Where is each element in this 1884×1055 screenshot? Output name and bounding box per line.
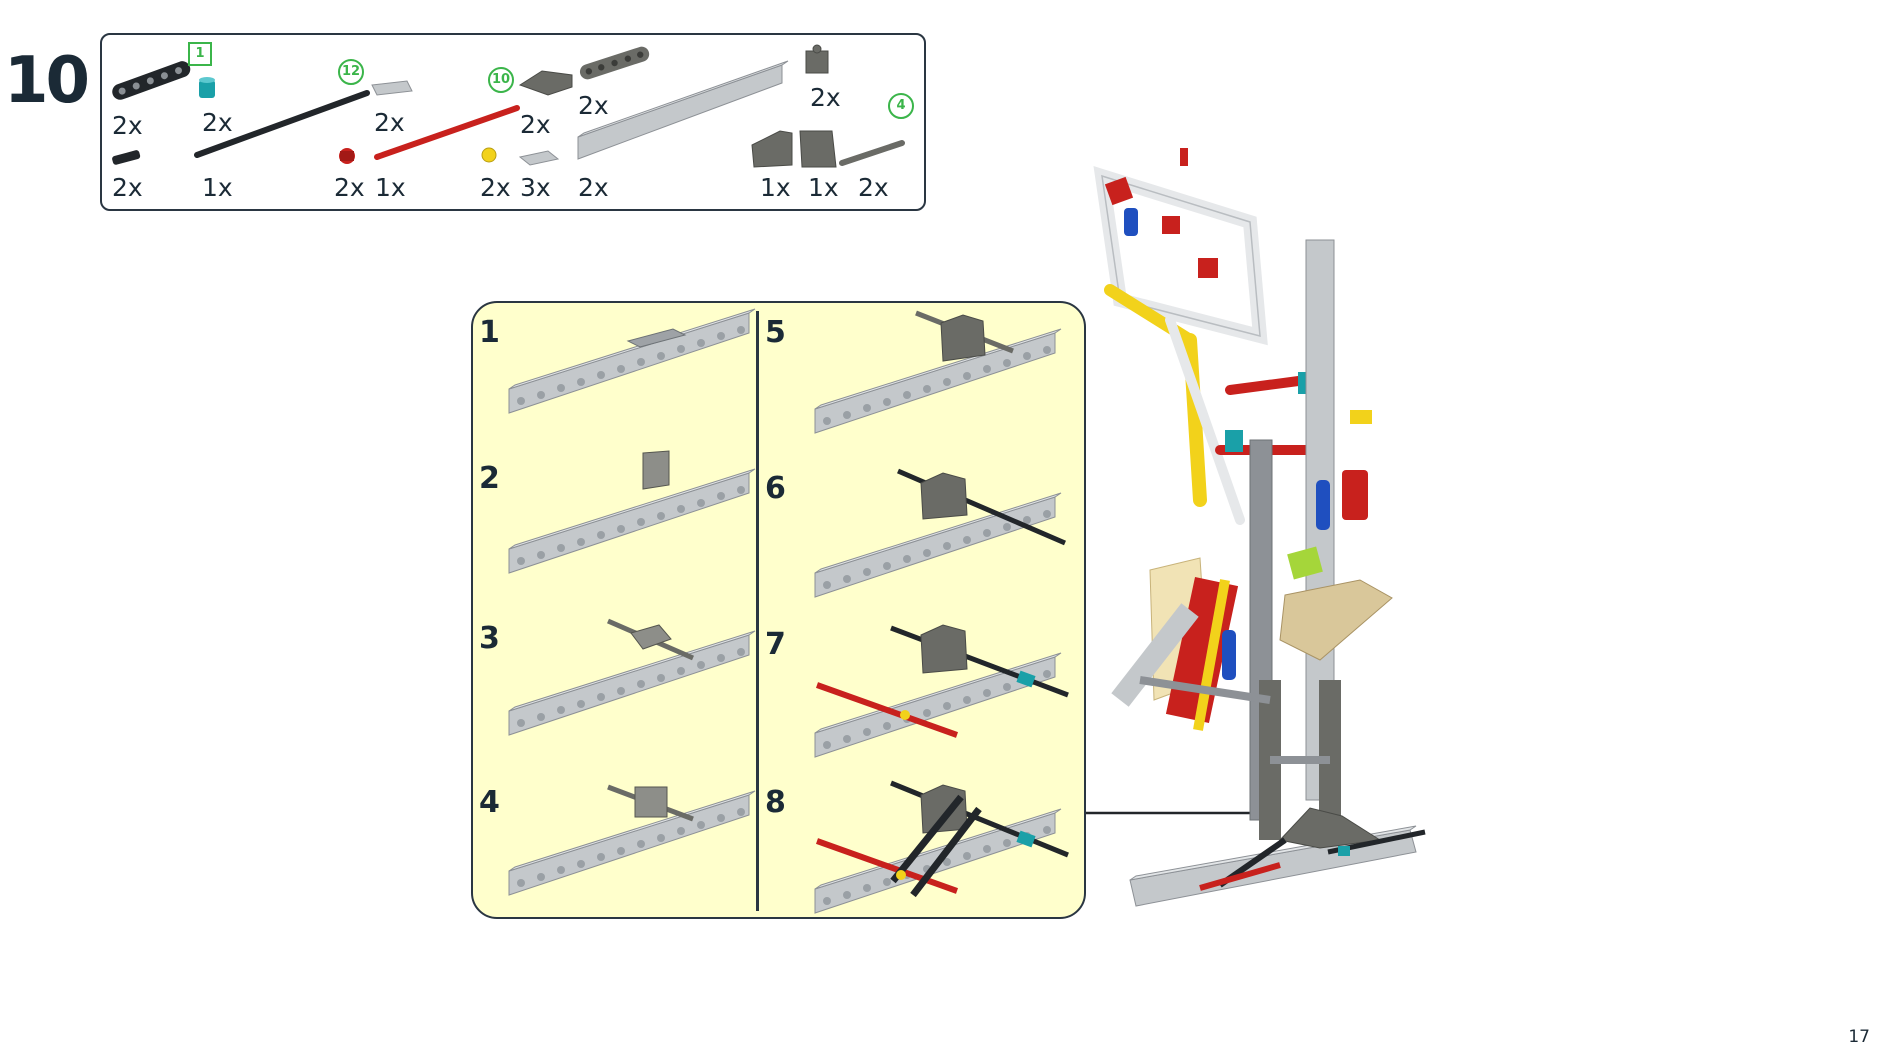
part-count: 3x <box>520 173 551 202</box>
sub3-beam <box>508 630 756 736</box>
part-dark-liftarm-5 <box>579 46 650 80</box>
part-black-axle-12 <box>194 90 370 158</box>
step-number: 10 <box>4 44 90 118</box>
part-count: 2x <box>520 110 551 139</box>
sub8-yellow-bush <box>896 870 906 880</box>
sub6-slope <box>920 472 968 520</box>
sub8-slope <box>920 784 968 834</box>
part-red-axle-10 <box>374 105 520 160</box>
substep-number: 6 <box>765 471 786 506</box>
part-dark-axle-4 <box>839 140 905 166</box>
part-red-connector <box>339 148 355 164</box>
sub8-red-axle <box>815 838 959 894</box>
sub2-bracket <box>642 450 670 490</box>
subassembly-drawings <box>508 308 1069 914</box>
length-badge-4: 4 <box>888 93 914 119</box>
sub8-liftarm-a <box>890 794 964 884</box>
part-gray-plate <box>518 150 560 166</box>
part-count: 1x <box>760 173 791 202</box>
part-black-pin <box>112 150 141 165</box>
part-dark-gray-slope <box>518 70 573 96</box>
sub4-beam <box>508 790 756 896</box>
part-count: 2x <box>480 173 511 202</box>
sub7-red-axle <box>815 682 959 738</box>
sub1-beam <box>508 308 756 414</box>
substep-number: 8 <box>765 785 786 820</box>
sub7-slope <box>920 624 968 674</box>
substep-number: 1 <box>479 315 500 350</box>
part-count: 2x <box>374 108 405 137</box>
part-count: 1x <box>375 173 406 202</box>
part-count: 2x <box>858 173 889 202</box>
part-count: 2x <box>334 173 365 202</box>
part-count: 2x <box>112 111 143 140</box>
subassembly-callout: 1 2 3 4 5 6 7 8 <box>471 301 1086 919</box>
sub7-yellow-bush <box>900 710 910 720</box>
part-count: 2x <box>578 91 609 120</box>
part-count: 2x <box>578 173 609 202</box>
part-dark-bracket-a <box>751 130 793 168</box>
part-black-liftarm-5 <box>112 61 191 100</box>
part-count: 2x <box>112 173 143 202</box>
part-dark-bracket-b <box>799 130 837 168</box>
page-number: 17 <box>1848 1027 1870 1047</box>
part-count: 2x <box>202 108 233 137</box>
sub7-teal-bush <box>1016 670 1036 688</box>
sub8-liftarm-b <box>910 806 982 898</box>
length-badge-10: 10 <box>488 67 514 93</box>
substep-number: 4 <box>479 785 500 820</box>
length-badge-1: 1 <box>188 42 212 66</box>
part-count: 2x <box>810 83 841 112</box>
part-teal-bush <box>199 77 215 98</box>
part-dark-gray-brick <box>805 44 829 74</box>
sub7-axle <box>890 625 1069 698</box>
substep-number: 3 <box>479 621 500 656</box>
parts-illustrations <box>112 44 905 168</box>
length-badge-12: 12 <box>338 59 364 85</box>
sub3-bracket <box>630 624 672 650</box>
sub5-slope <box>940 314 986 362</box>
sub2-beam <box>508 468 756 574</box>
sub8-teal-bush <box>1016 830 1036 848</box>
sub4-brick <box>634 786 668 818</box>
part-count: 1x <box>808 173 839 202</box>
part-yellow-bush <box>481 147 497 163</box>
substep-number: 7 <box>765 627 786 662</box>
tan-slope <box>1279 579 1393 661</box>
part-count: 1x <box>202 173 233 202</box>
parts-list: 1 12 10 4 2x 2x 2x 2x 2x 2x 2x 1x 2x 1x … <box>100 33 926 211</box>
main-model-illustration <box>1093 148 1426 907</box>
part-gray-tile <box>371 80 413 96</box>
substep-number: 5 <box>765 315 786 350</box>
substep-number: 2 <box>479 461 500 496</box>
callout-divider <box>756 311 759 911</box>
part-gray-brick-16 <box>577 60 789 160</box>
sub5-beam <box>814 328 1062 434</box>
sub1-plate <box>626 328 687 348</box>
